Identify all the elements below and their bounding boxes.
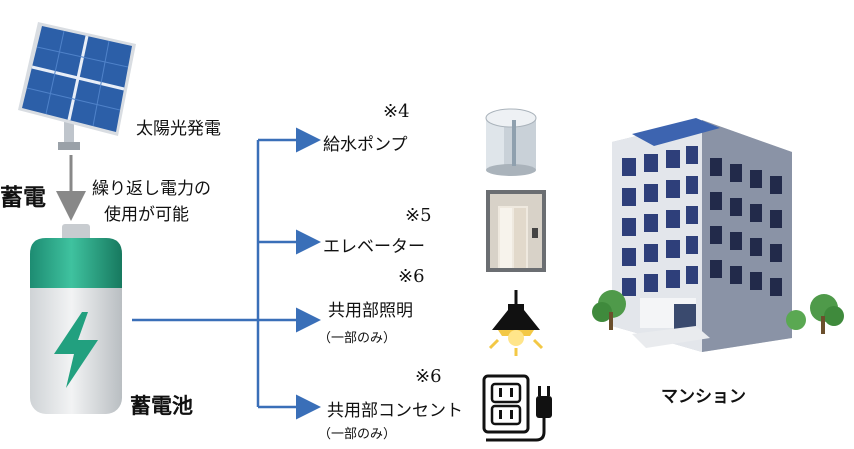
note-elevator: ※5 (405, 205, 432, 226)
battery-icon (30, 224, 122, 414)
elevator-label: エレベーター (323, 237, 425, 257)
outlet-plug-icon (482, 374, 552, 442)
building-label: マンション (661, 387, 746, 407)
outlet-sub: （一部のみ） (318, 427, 397, 442)
apartment-building-icon (592, 118, 844, 352)
repeat-text-line1: 繰り返し電力の (92, 179, 211, 199)
pump-label: 給水ポンプ (323, 135, 408, 155)
water-tank-icon (485, 108, 537, 176)
outlet-label: 共用部コンセント (327, 401, 463, 421)
note-outlet: ※6 (415, 366, 442, 387)
note-lighting: ※6 (398, 266, 425, 287)
solar-panel-icon (18, 22, 136, 150)
lighting-sub: （一部のみ） (318, 331, 397, 346)
repeat-text-line2: 使用が可能 (104, 205, 189, 225)
note-pump: ※4 (383, 101, 410, 122)
battery-label: 蓄電池 (130, 393, 193, 418)
storage-label: 蓄電 (0, 184, 46, 211)
elevator-icon (486, 190, 546, 272)
lighting-label: 共用部照明 (328, 301, 413, 321)
ceiling-lamp-icon (488, 290, 544, 356)
solar-label: 太陽光発電 (136, 119, 221, 139)
